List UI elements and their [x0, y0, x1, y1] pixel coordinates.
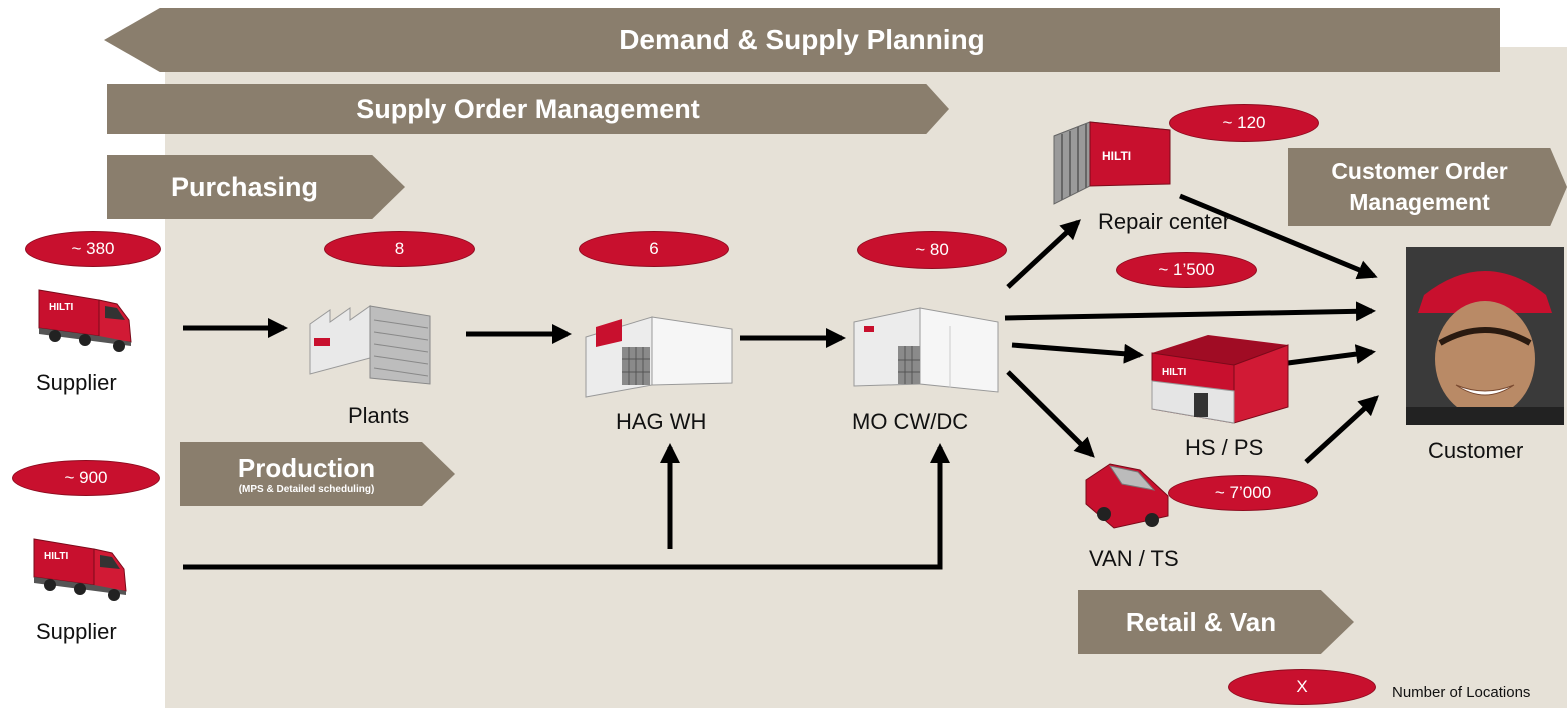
customer-order-management-label: Customer Order Management [1331, 158, 1508, 215]
count-plants-text: 8 [394, 239, 405, 258]
store-icon: HILTI [1151, 335, 1289, 424]
container-icon: HILTI [1053, 121, 1171, 205]
count-supplier-bottom-text: ~ 900 [64, 468, 108, 487]
customer-portrait-icon [1406, 247, 1564, 425]
arrow-mo-to-repair [1006, 219, 1081, 289]
hs-ps-label: HS / PS [1185, 435, 1264, 460]
supplier-top-label: Supplier [36, 370, 117, 395]
demand-supply-planning-label: Demand & Supply Planning [619, 24, 985, 55]
legend-label: Number of Locations [1392, 684, 1531, 701]
van-ts-label: VAN / TS [1089, 546, 1179, 571]
arrow-supplier-bottom-to-mo [183, 443, 950, 570]
count-hag-wh-text: 6 [649, 239, 659, 258]
count-supplier-top: ~ 380 [25, 231, 161, 267]
truck-icon: HILTI [33, 538, 127, 601]
count-mo-cw-dc-text: ~ 80 [915, 240, 949, 259]
supply-order-management-banner: Supply Order Management [107, 84, 949, 134]
mo-cw-dc-label: MO CW/DC [852, 409, 969, 434]
legend-marker: X [1228, 669, 1376, 705]
count-hs-ps-text: ~ 7’000 [1214, 483, 1272, 502]
count-plants: 8 [324, 231, 475, 267]
truck-icon: HILTI [38, 289, 132, 352]
count-mo-cw-dc: ~ 80 [857, 231, 1007, 269]
count-supplier-bottom: ~ 900 [12, 460, 160, 496]
arrow-mo-to-hs [1011, 342, 1144, 364]
purchasing-banner: Purchasing [107, 155, 405, 219]
store-logo-text: HILTI [1162, 367, 1186, 378]
van-icon [1085, 463, 1169, 529]
arrow-hs-to-customer [1287, 344, 1376, 366]
production-banner: Production (MPS & Detailed scheduling) [180, 442, 455, 506]
count-supplier-top-text: ~ 380 [71, 239, 115, 258]
supplier-bottom-label: Supplier [36, 619, 117, 644]
count-hag-wh: 6 [579, 231, 729, 267]
count-repair-center-text: ~ 120 [1222, 113, 1266, 132]
customer-order-management-banner: Customer Order Management [1288, 148, 1567, 226]
container-logo-text: HILTI [1102, 149, 1131, 163]
count-direct-text: ~ 1’500 [1158, 260, 1215, 279]
count-direct: ~ 1’500 [1116, 252, 1257, 288]
count-hs-ps: ~ 7’000 [1168, 475, 1318, 511]
hag-wh-label: HAG WH [616, 409, 707, 434]
arrow-mo-to-van [1006, 370, 1095, 458]
factory-icon [309, 305, 431, 385]
arrow-mo-to-customer [1004, 301, 1376, 322]
production-sublabel: (MPS & Detailed scheduling) [238, 484, 375, 495]
arrow-van-to-customer [1304, 395, 1379, 464]
purchasing-label: Purchasing [171, 171, 319, 202]
customer-label: Customer [1428, 438, 1524, 463]
retail-van-label: Retail & Van [1125, 606, 1277, 637]
arrow-repair-to-customer [1179, 193, 1378, 280]
supply-order-management-label: Supply Order Management [356, 93, 700, 124]
distribution-center-icon [853, 307, 999, 393]
truck-logo-text: HILTI [49, 302, 73, 313]
plants-label: Plants [348, 403, 410, 428]
warehouse-icon [585, 316, 733, 398]
legend-marker-text: X [1296, 677, 1308, 696]
repair-center-label: Repair center [1098, 209, 1231, 234]
count-repair-center: ~ 120 [1169, 104, 1319, 142]
demand-supply-planning-banner: Demand & Supply Planning [104, 8, 1500, 72]
production-label: Production [237, 453, 376, 483]
truck-logo-text: HILTI [44, 551, 68, 562]
retail-van-banner: Retail & Van [1078, 590, 1354, 654]
